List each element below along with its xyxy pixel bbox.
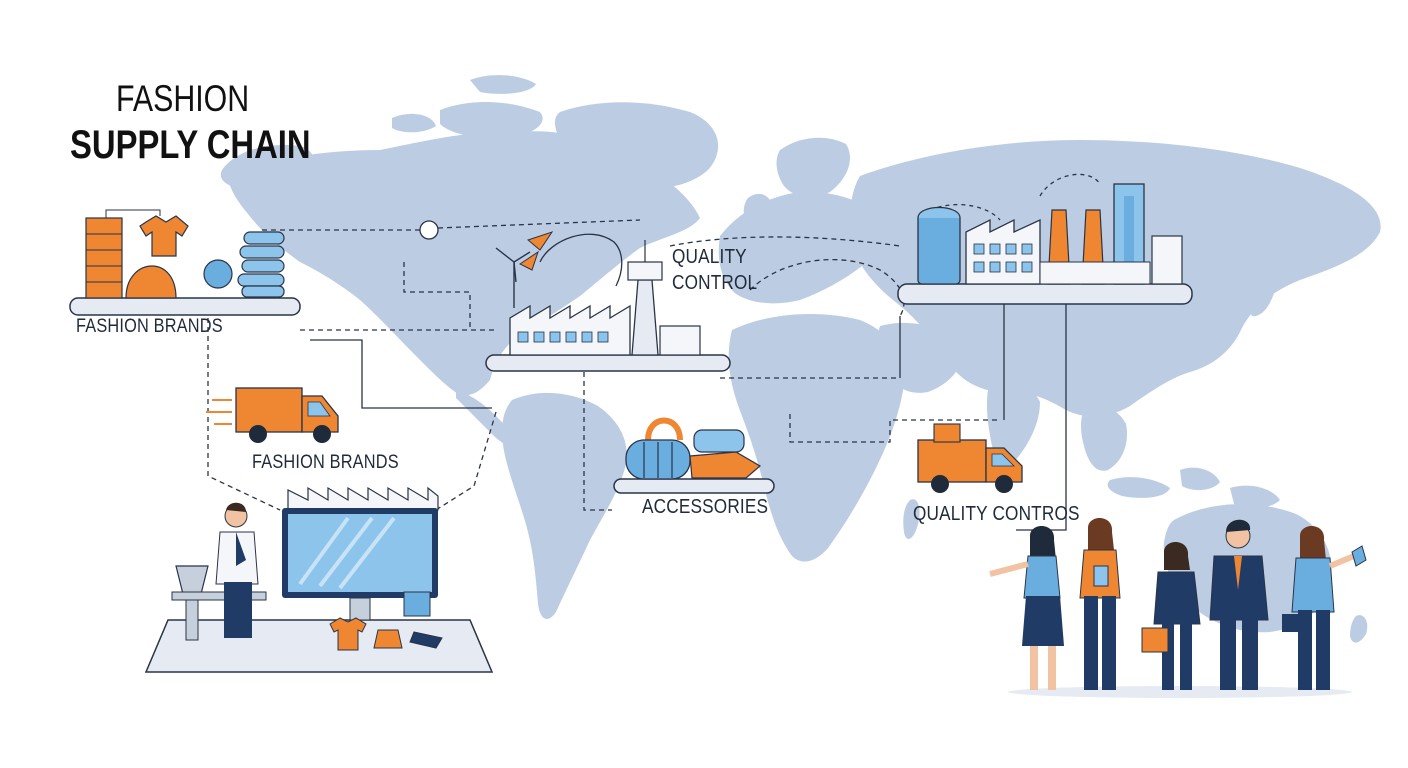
connector-qc-arc xyxy=(539,233,623,287)
asia-factory-group xyxy=(897,183,1193,305)
person-4-man-navy-suit xyxy=(1209,519,1269,690)
indonesia-islands xyxy=(1107,467,1280,509)
folded-clothes-icon xyxy=(409,631,443,649)
tower-top xyxy=(627,261,663,281)
small-screen xyxy=(403,591,431,617)
fashion-brands-platform xyxy=(69,297,301,316)
greenland-landmass xyxy=(554,102,719,189)
delivery-truck-right xyxy=(917,423,1023,493)
teal-case-icon xyxy=(693,429,745,453)
airplane-icon xyxy=(519,231,554,271)
truck-wheel-front xyxy=(313,425,331,443)
monitor-screen xyxy=(288,514,432,592)
person-1-woman-blue-top xyxy=(989,525,1064,690)
connector-top-swirl xyxy=(1039,173,1101,197)
tablet-icon xyxy=(1093,565,1109,587)
fabric-stack-icon xyxy=(85,217,123,299)
arctic-islands xyxy=(392,75,543,139)
accessories-platform xyxy=(613,478,775,494)
truck-right-box xyxy=(933,423,961,443)
yarn-ball-icon xyxy=(125,265,177,299)
factory-platform xyxy=(485,354,731,372)
truck-right-wheel-front xyxy=(995,475,1013,493)
label-fashion-brands-truck: FASHION BRANDS xyxy=(252,452,399,473)
orange-bag-icon xyxy=(373,629,403,649)
person-5-woman-light-blue xyxy=(1282,525,1367,690)
speed-lines-icon xyxy=(206,399,232,425)
north-america-landmass xyxy=(228,131,700,396)
label-quality-control-line1: QUALITY xyxy=(672,246,747,268)
factory-windows xyxy=(517,331,609,343)
storage-tank-icon xyxy=(917,213,961,285)
connector-asia-to-factory xyxy=(669,236,901,247)
monitor-stand xyxy=(349,597,371,621)
phone-icon xyxy=(1351,545,1367,567)
counter-leg xyxy=(185,599,199,641)
connector-accessories-to-truck xyxy=(789,414,1000,443)
accessories-group xyxy=(613,417,775,494)
truck-right-wheel-rear xyxy=(931,475,949,493)
handbag-handle xyxy=(645,417,683,441)
worker-person xyxy=(215,502,259,638)
industrial-base xyxy=(1039,261,1151,285)
label-quality-contros: QUALITY CONTROS xyxy=(913,503,1080,525)
navy-handbag-icon xyxy=(1282,614,1298,632)
japan-landmass xyxy=(1248,266,1277,317)
label-accessories: ACCESSORIES xyxy=(642,496,769,518)
retail-store-group xyxy=(144,486,494,673)
factory-group xyxy=(485,231,731,372)
india-landmass xyxy=(986,378,1040,466)
south-america-landmass xyxy=(502,392,627,619)
truck-wheel-rear xyxy=(249,425,267,443)
annex-building xyxy=(659,325,701,356)
southeast-asia-landmass xyxy=(1081,406,1128,471)
tower-inner-stripe xyxy=(1124,196,1134,284)
orange-shirt-icon xyxy=(329,617,367,651)
tshirt-icon xyxy=(139,215,189,257)
connector-to-qc xyxy=(437,219,641,229)
alaska-landmass xyxy=(220,145,314,189)
truck-right-window xyxy=(991,453,1015,467)
asia-factory-windows xyxy=(973,243,1033,273)
fashion-brands-group xyxy=(69,209,301,316)
title-line-2: SUPPLY CHAIN xyxy=(70,123,311,167)
new-zealand-landmass xyxy=(1350,615,1368,643)
madagascar-landmass xyxy=(903,499,920,539)
label-quality-control-line2: CONTROL xyxy=(672,272,758,294)
truck-cargo xyxy=(235,387,303,433)
small-annex xyxy=(1151,235,1183,285)
route-node xyxy=(419,220,439,240)
person-3-woman-navy-suit xyxy=(1141,541,1201,690)
store-roof xyxy=(287,486,439,511)
control-tower xyxy=(631,279,659,356)
title-line-1: FASHION xyxy=(116,78,250,119)
connector-fashion-down xyxy=(207,318,281,511)
connector-truck-line xyxy=(310,339,492,409)
truck-window xyxy=(307,401,331,417)
scandinavia-landmass xyxy=(776,137,851,197)
truck-right-cargo xyxy=(917,439,987,483)
gear-icon xyxy=(203,259,233,289)
factory-building xyxy=(509,304,631,356)
orange-shoe-icon xyxy=(689,451,762,479)
screen-glare xyxy=(298,516,396,590)
luggage-stripes xyxy=(643,442,673,478)
tank-dome xyxy=(917,207,961,219)
turbine-blades xyxy=(495,247,531,283)
label-fashion-brands-top: FASHION BRANDS xyxy=(76,316,223,337)
connector-factory-loop xyxy=(403,262,498,331)
team-people-group xyxy=(989,517,1367,698)
asia-factory-platform xyxy=(897,283,1193,305)
counter-table xyxy=(171,591,267,601)
delivery-truck-left xyxy=(206,387,339,443)
uk-landmass xyxy=(743,193,772,227)
orange-bag-held-icon xyxy=(1141,627,1169,653)
africa-landmass xyxy=(728,314,905,562)
connector-factory-to-accessories xyxy=(583,372,612,511)
person-2-woman-orange-top xyxy=(1079,517,1121,690)
hanger-line-icon xyxy=(105,209,161,218)
fabric-rolls-icon xyxy=(237,231,285,298)
